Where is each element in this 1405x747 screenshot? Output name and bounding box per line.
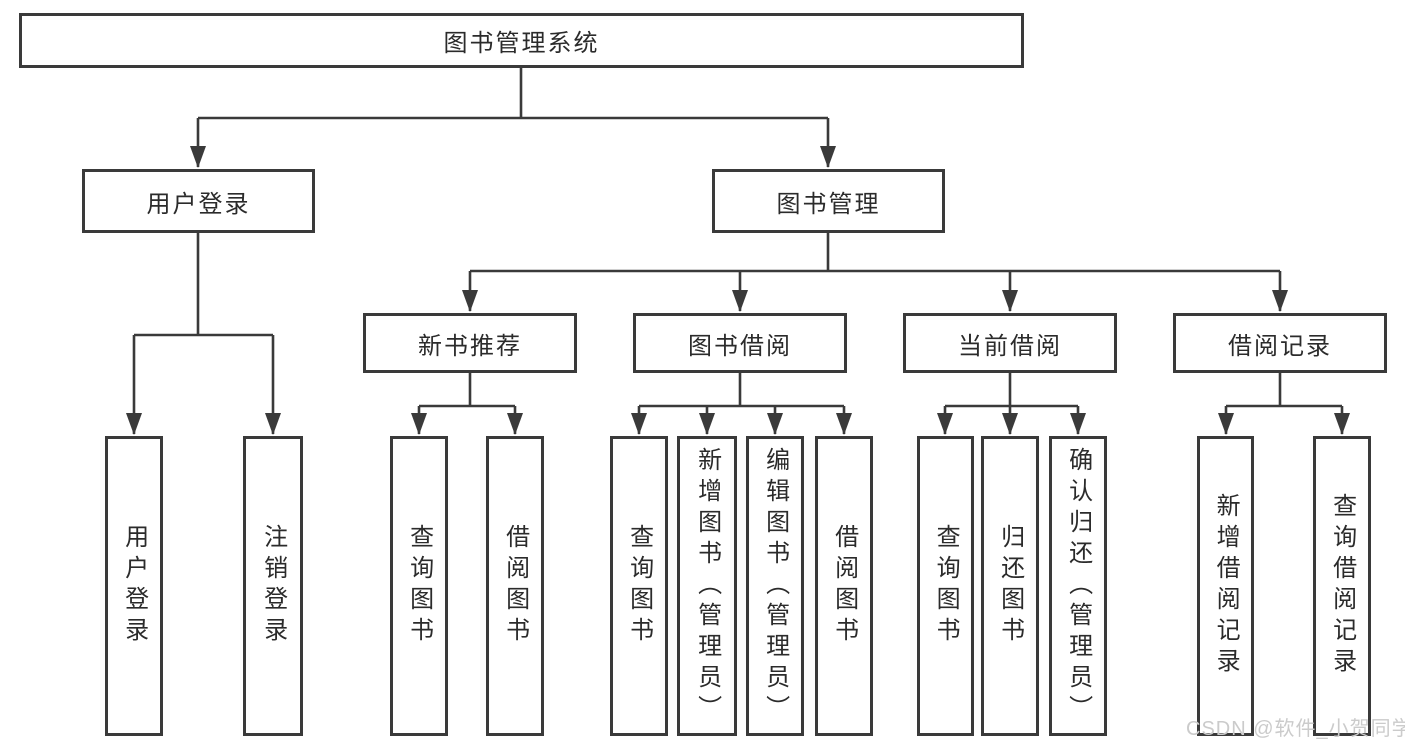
node-book-borrowing: 图书借阅 <box>633 313 847 373</box>
leaf-user-login-label: 用户登录 <box>120 524 148 648</box>
leaf-borrowing-edit-books-admin: 编辑图书（管理员） <box>746 436 804 736</box>
node-new-book-recommend: 新书推荐 <box>363 313 577 373</box>
leaf-logout: 注销登录 <box>243 436 303 736</box>
leaf-borrowing-edit-books-admin-label: 编辑图书（管理员） <box>761 446 789 726</box>
leaf-recommend-query-books-label: 查询图书 <box>405 524 433 648</box>
root-to-level2-connector <box>190 68 836 168</box>
csdn-watermark: CSDN @软件_小贺同学 <box>1186 718 1405 740</box>
leaf-current-confirm-return-admin-label: 确认归还（管理员） <box>1064 446 1092 726</box>
leaf-records-query-record: 查询借阅记录 <box>1313 436 1371 736</box>
leaf-records-add-record: 新增借阅记录 <box>1197 436 1254 736</box>
leaf-recommend-query-books: 查询图书 <box>390 436 448 736</box>
leaf-borrowing-query-books-label: 查询图书 <box>625 524 653 648</box>
leaf-current-confirm-return-admin: 确认归还（管理员） <box>1049 436 1107 736</box>
leaf-current-return-books: 归还图书 <box>981 436 1039 736</box>
leaf-current-return-books-label: 归还图书 <box>996 524 1024 648</box>
management-to-level3-connector <box>462 233 1288 312</box>
node-root: 图书管理系统 <box>19 13 1024 68</box>
leaf-user-login: 用户登录 <box>105 436 163 736</box>
node-borrow-records: 借阅记录 <box>1173 313 1387 373</box>
leaf-recommend-borrow-books-label: 借阅图书 <box>501 524 529 648</box>
leaf-borrowing-borrow-books-label: 借阅图书 <box>830 524 858 648</box>
leaf-borrowing-add-books-admin: 新增图书（管理员） <box>677 436 737 736</box>
records-to-leaves-connector <box>1218 373 1350 435</box>
leaf-records-query-record-label: 查询借阅记录 <box>1328 493 1356 679</box>
leaf-borrowing-borrow-books: 借阅图书 <box>815 436 873 736</box>
leaf-current-query-books: 查询图书 <box>917 436 974 736</box>
node-user-login: 用户登录 <box>82 169 315 233</box>
node-book-management: 图书管理 <box>712 169 945 233</box>
leaf-logout-label: 注销登录 <box>259 524 287 648</box>
recommend-to-leaves-connector <box>411 373 523 435</box>
current-to-leaves-connector <box>937 373 1086 435</box>
leaf-current-query-books-label: 查询图书 <box>932 524 960 648</box>
node-current-borrowing: 当前借阅 <box>903 313 1117 373</box>
leaf-records-add-record-label: 新增借阅记录 <box>1212 493 1240 679</box>
leaf-recommend-borrow-books: 借阅图书 <box>486 436 544 736</box>
borrowing-to-leaves-connector <box>631 373 852 435</box>
leaf-borrowing-add-books-admin-label: 新增图书（管理员） <box>693 446 721 726</box>
leaf-borrowing-query-books: 查询图书 <box>610 436 668 736</box>
login-to-leaves-connector <box>126 233 281 435</box>
